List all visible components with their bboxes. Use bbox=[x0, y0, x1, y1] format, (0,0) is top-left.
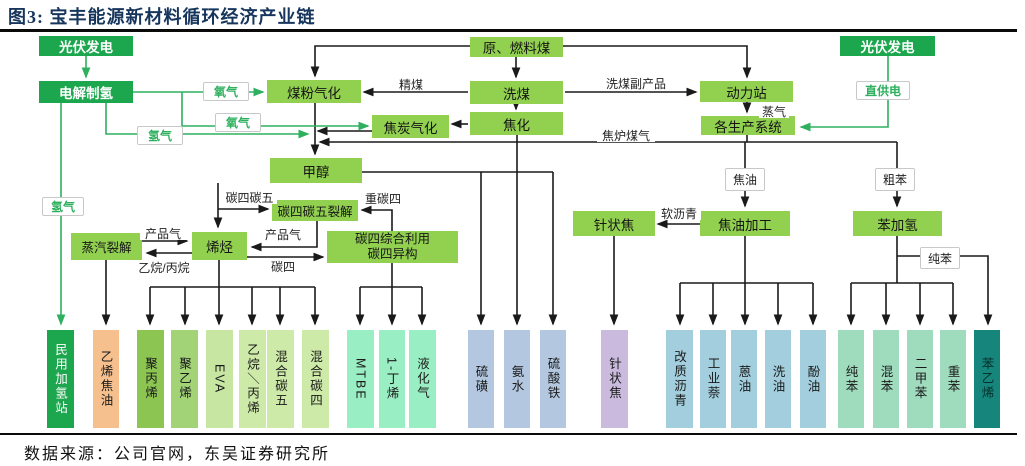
label-refined-coal: 精煤 bbox=[394, 77, 428, 92]
product-1-butene: 1-丁烯 bbox=[379, 330, 405, 428]
product-wash-oil: 洗油 bbox=[765, 330, 791, 428]
node-olefins: 烯烃 bbox=[192, 232, 247, 260]
node-pulverized-coal-gasification: 煤粉气化 bbox=[267, 80, 361, 103]
c4-utilization-line2: 碳四异构 bbox=[367, 247, 418, 261]
node-tar-processing: 焦油加工 bbox=[700, 211, 790, 236]
product-ethane-propylene: 乙烷＼丙烯 bbox=[239, 330, 266, 428]
label-pure-benzene: 纯苯 bbox=[920, 247, 960, 269]
product-anthracene-oil: 蒽油 bbox=[731, 330, 757, 428]
label-direct-power: 直供电 bbox=[856, 81, 910, 100]
label-product-gas-right: 产品气 bbox=[260, 227, 306, 242]
product-modified-pitch: 改质沥青 bbox=[666, 330, 693, 428]
label-coke-oven-gas: 焦炉煤气 bbox=[597, 128, 655, 143]
product-lpg: 液化气 bbox=[409, 330, 436, 428]
node-production-systems: 各生产系统 bbox=[701, 116, 795, 135]
product-ferric-sulfate: 硫酸铁 bbox=[540, 330, 566, 428]
label-crude-benzene: 粗苯 bbox=[875, 168, 915, 191]
product-polypropylene: 聚丙烯 bbox=[137, 330, 164, 428]
bottom-rule bbox=[0, 433, 1017, 435]
product-sulfur: 硫磺 bbox=[468, 330, 494, 428]
product-civil-hydrogen-station: 民用加氢站 bbox=[47, 330, 74, 428]
product-pure-benzene: 纯苯 bbox=[838, 330, 864, 428]
node-steam-cracking: 蒸汽裂解 bbox=[71, 233, 142, 260]
product-polyethylene: 聚乙烯 bbox=[171, 330, 198, 428]
product-mtbe: MTBE bbox=[347, 330, 374, 428]
label-product-gas-left: 产品气 bbox=[140, 226, 186, 241]
label-hydrogen-2: 氢气 bbox=[42, 197, 84, 216]
node-benzene-hydrogenation: 苯加氢 bbox=[853, 211, 942, 236]
label-c4c5: 碳四碳五 bbox=[222, 190, 277, 205]
label-tar: 焦油 bbox=[725, 168, 765, 191]
product-heavy-benzene: 重苯 bbox=[940, 330, 966, 428]
node-pv-power-left: 光伏发电 bbox=[39, 36, 133, 56]
product-ethylene-tar: 乙烯焦油 bbox=[93, 330, 119, 428]
label-steam: 蒸气 bbox=[759, 104, 789, 119]
product-styrene: 苯乙烯 bbox=[974, 330, 1000, 428]
node-coke-gasification: 焦炭气化 bbox=[372, 115, 449, 138]
product-mixed-c5: 混合碳五 bbox=[267, 330, 294, 428]
product-industrial-naphthalene: 工业萘 bbox=[700, 330, 726, 428]
data-source: 数据来源：公司官网，东吴证券研究所 bbox=[24, 446, 331, 463]
node-c4-comprehensive-utilization: 碳四综合利用 碳四异构 bbox=[327, 231, 458, 263]
product-eva: EVA bbox=[206, 330, 233, 428]
label-oxygen-2: 氧气 bbox=[215, 113, 261, 132]
label-hydrogen-1: 氢气 bbox=[137, 126, 183, 145]
node-power-station: 动力站 bbox=[700, 81, 793, 102]
node-pv-power-right: 光伏发电 bbox=[840, 36, 935, 56]
label-heavy-c4: 重碳四 bbox=[362, 191, 404, 206]
product-xylene: 二甲苯 bbox=[907, 330, 933, 428]
label-soft-pitch: 软沥青 bbox=[657, 206, 701, 221]
node-needle-coke-process: 针状焦 bbox=[573, 211, 655, 236]
product-mixed-c4: 混合碳四 bbox=[302, 330, 329, 428]
product-ammonia-water: 氨水 bbox=[504, 330, 530, 428]
product-phenol-oil: 酚油 bbox=[800, 330, 826, 428]
product-needle-coke: 针状焦 bbox=[601, 330, 628, 428]
c4-utilization-line1: 碳四综合利用 bbox=[354, 232, 430, 246]
node-methanol: 甲醇 bbox=[270, 158, 362, 183]
label-washing-byproduct: 洗煤副产品 bbox=[601, 76, 671, 91]
label-c4: 碳四 bbox=[266, 259, 300, 274]
node-coking: 焦化 bbox=[470, 112, 563, 135]
figure-title: 图3: 宝丰能源新材料循环经济产业链 bbox=[8, 7, 316, 27]
node-electrolysis-hydrogen: 电解制氢 bbox=[39, 81, 133, 103]
node-raw-fuel-coal: 原、燃料煤 bbox=[470, 37, 563, 57]
title-rule bbox=[0, 29, 1017, 32]
node-coal-washing: 洗煤 bbox=[470, 81, 563, 104]
label-oxygen-1: 氧气 bbox=[203, 82, 249, 101]
product-mixed-benzene: 混苯 bbox=[873, 330, 899, 428]
node-c4c5-cracking: 碳四碳五裂解 bbox=[272, 200, 358, 221]
label-ethane-propane: 乙烷/丙烷 bbox=[130, 260, 198, 275]
